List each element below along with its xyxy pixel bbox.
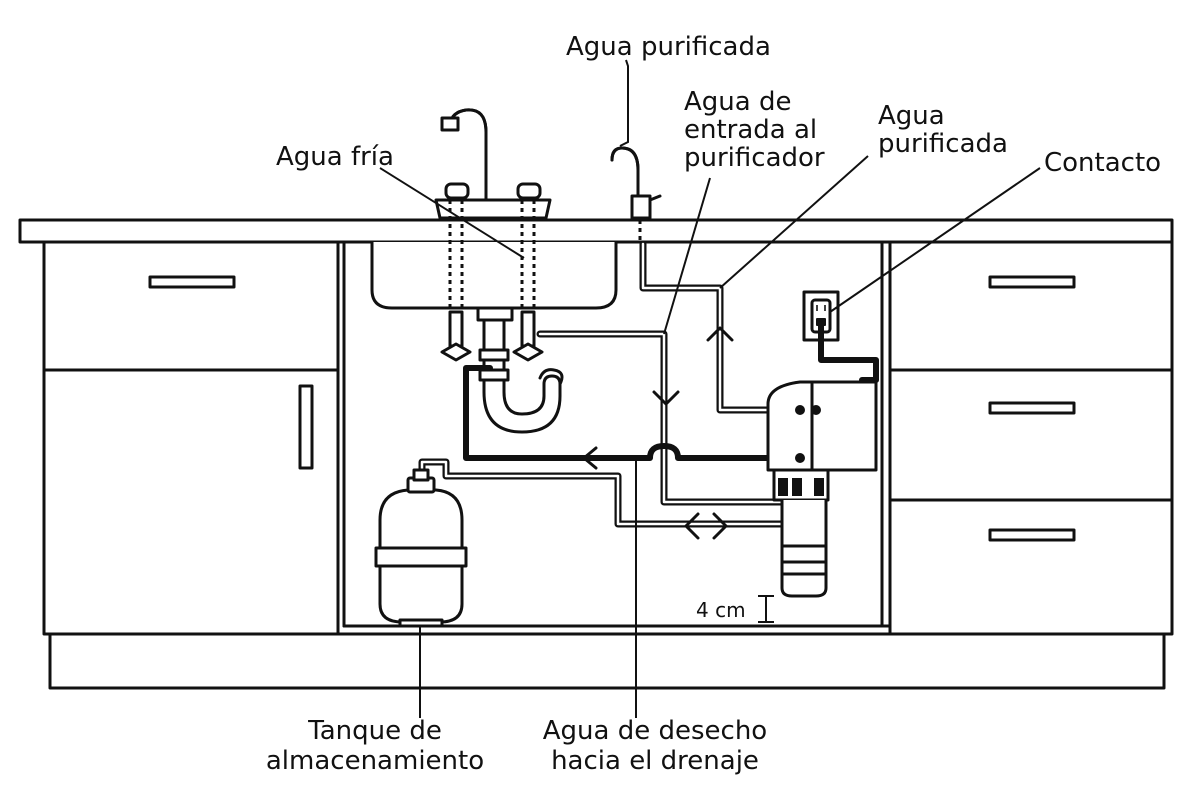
storage-tank — [374, 468, 468, 628]
left-drawer — [42, 275, 340, 372]
label-tanque: Tanque de almacenamiento — [230, 716, 520, 776]
ro-filter-unit — [766, 380, 878, 598]
right-drawers — [888, 275, 1174, 542]
label-contacto: Contacto — [1044, 148, 1162, 178]
drain-waste-line — [463, 365, 803, 470]
ro-faucet — [610, 146, 662, 244]
label-desecho: Agua de desecho hacia el drenaje — [510, 716, 800, 776]
label-agua-entrada-line2: entrada al — [684, 115, 818, 145]
label-agua-entrada-line3: purificador — [684, 143, 825, 173]
label-agua-purificada-right-line1: Agua — [878, 101, 945, 131]
clearance-dimension — [758, 595, 774, 623]
power-cord — [818, 321, 879, 383]
label-agua-purificada-top: Agua purificada — [566, 32, 771, 62]
sink-faucet — [434, 108, 552, 220]
label-desecho-line2: hacia el drenaje — [551, 746, 759, 776]
label-agua-purificada-right: Agua purificada — [878, 102, 1008, 158]
label-medida: 4 cm — [696, 598, 746, 622]
label-agua-entrada-line1: Agua de — [684, 87, 792, 117]
label-tanque-line2: almacenamiento — [265, 746, 485, 776]
leader-lines — [379, 59, 1041, 718]
countertop — [18, 218, 1174, 244]
left-door-handle — [298, 384, 314, 470]
feed-water-line — [536, 330, 804, 506]
label-desecho-line1: Agua de desecho — [542, 716, 768, 746]
sink-basin — [370, 240, 618, 310]
label-tanque-line1: Tanque de — [308, 716, 442, 746]
drain-p-trap — [476, 306, 564, 434]
cabinet — [42, 240, 1174, 690]
shutoff-valves — [440, 342, 544, 362]
label-agua-purificada-right-line2: purificada — [878, 129, 1008, 159]
label-agua-entrada: Agua de entrada al purificador — [684, 88, 825, 172]
label-agua-fria: Agua fría — [276, 142, 394, 172]
